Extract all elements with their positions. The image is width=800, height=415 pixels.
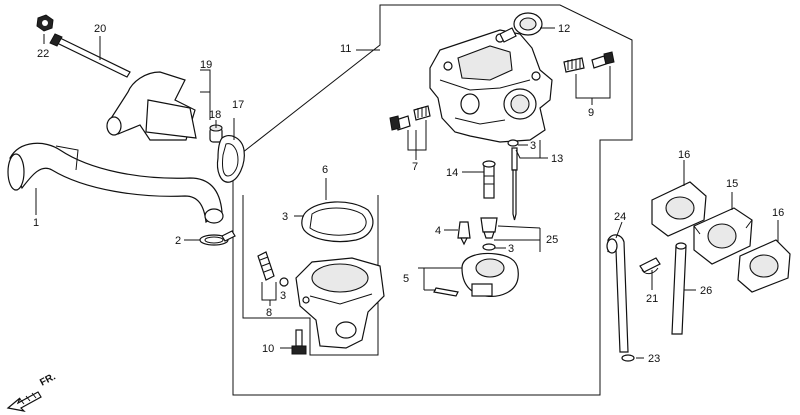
chamber-bolt bbox=[291, 329, 307, 355]
callout-24: 24 bbox=[614, 211, 626, 223]
main-jet bbox=[480, 217, 498, 239]
carburetor-body bbox=[429, 27, 553, 143]
callout-3c: 3 bbox=[282, 211, 288, 223]
callout-21: 21 bbox=[646, 293, 658, 305]
nut bbox=[36, 14, 54, 32]
callout-3a: 3 bbox=[530, 140, 536, 152]
washer-upper bbox=[507, 139, 519, 147]
front-label: FR. bbox=[38, 371, 58, 388]
callout-19: 19 bbox=[200, 59, 212, 71]
vent-tube bbox=[671, 242, 687, 335]
callout-16a: 16 bbox=[678, 149, 690, 161]
callout-22: 22 bbox=[37, 48, 49, 60]
emulsion-tube bbox=[482, 160, 496, 199]
air-hose bbox=[7, 142, 224, 224]
callout-17: 17 bbox=[232, 99, 244, 111]
float-chamber-gasket bbox=[301, 201, 374, 243]
float-chamber-outline bbox=[242, 195, 379, 356]
insulator-gasket-upper bbox=[651, 181, 707, 237]
drain-tube bbox=[606, 234, 629, 353]
pilot-screw-set bbox=[563, 51, 615, 73]
callout-23: 23 bbox=[648, 353, 660, 365]
hose-clip bbox=[199, 230, 236, 246]
callout-9: 9 bbox=[588, 107, 594, 119]
callout-6: 6 bbox=[322, 164, 328, 176]
callout-8: 8 bbox=[266, 307, 272, 319]
insulator bbox=[693, 207, 753, 265]
float-valve bbox=[457, 221, 471, 246]
elbow-gasket bbox=[216, 135, 245, 183]
throttle-stop-screw bbox=[389, 105, 431, 131]
callout-25: 25 bbox=[546, 234, 558, 246]
callout-13: 13 bbox=[551, 153, 563, 165]
callout-10: 10 bbox=[262, 343, 274, 355]
jet-needle bbox=[511, 147, 518, 221]
float-set bbox=[433, 252, 519, 297]
front-direction-marker: FR. bbox=[6, 371, 58, 412]
insulator-gasket-lower bbox=[737, 239, 791, 293]
callout-4: 4 bbox=[435, 225, 441, 237]
callout-2: 2 bbox=[175, 235, 181, 247]
small-clip bbox=[621, 354, 635, 362]
callout-15: 15 bbox=[726, 178, 738, 190]
seal-cap bbox=[513, 12, 543, 36]
callout-16b: 16 bbox=[772, 207, 784, 219]
washer-middle bbox=[482, 243, 496, 251]
callout-26: 26 bbox=[700, 285, 712, 297]
intake-elbow bbox=[106, 71, 197, 141]
leader-lines bbox=[35, 27, 779, 359]
callout-14: 14 bbox=[446, 167, 458, 179]
callout-11: 11 bbox=[340, 43, 351, 55]
callout-numbers: 22 20 19 18 17 1 2 11 12 9 7 3 13 14 4 2… bbox=[33, 23, 784, 365]
callout-3d: 3 bbox=[280, 290, 286, 302]
callout-3b: 3 bbox=[508, 243, 514, 255]
float-chamber bbox=[295, 257, 385, 349]
callout-7: 7 bbox=[412, 161, 418, 173]
callout-5: 5 bbox=[403, 273, 409, 285]
callout-20: 20 bbox=[94, 23, 106, 35]
callout-18: 18 bbox=[209, 109, 221, 121]
long-bolt bbox=[49, 33, 131, 78]
carburetor-assembly-outline bbox=[232, 4, 633, 396]
drain-screw-set bbox=[257, 251, 289, 287]
callout-12: 12 bbox=[558, 23, 570, 35]
collar bbox=[209, 124, 223, 143]
callout-1: 1 bbox=[33, 217, 39, 229]
tube-clip bbox=[639, 257, 661, 275]
